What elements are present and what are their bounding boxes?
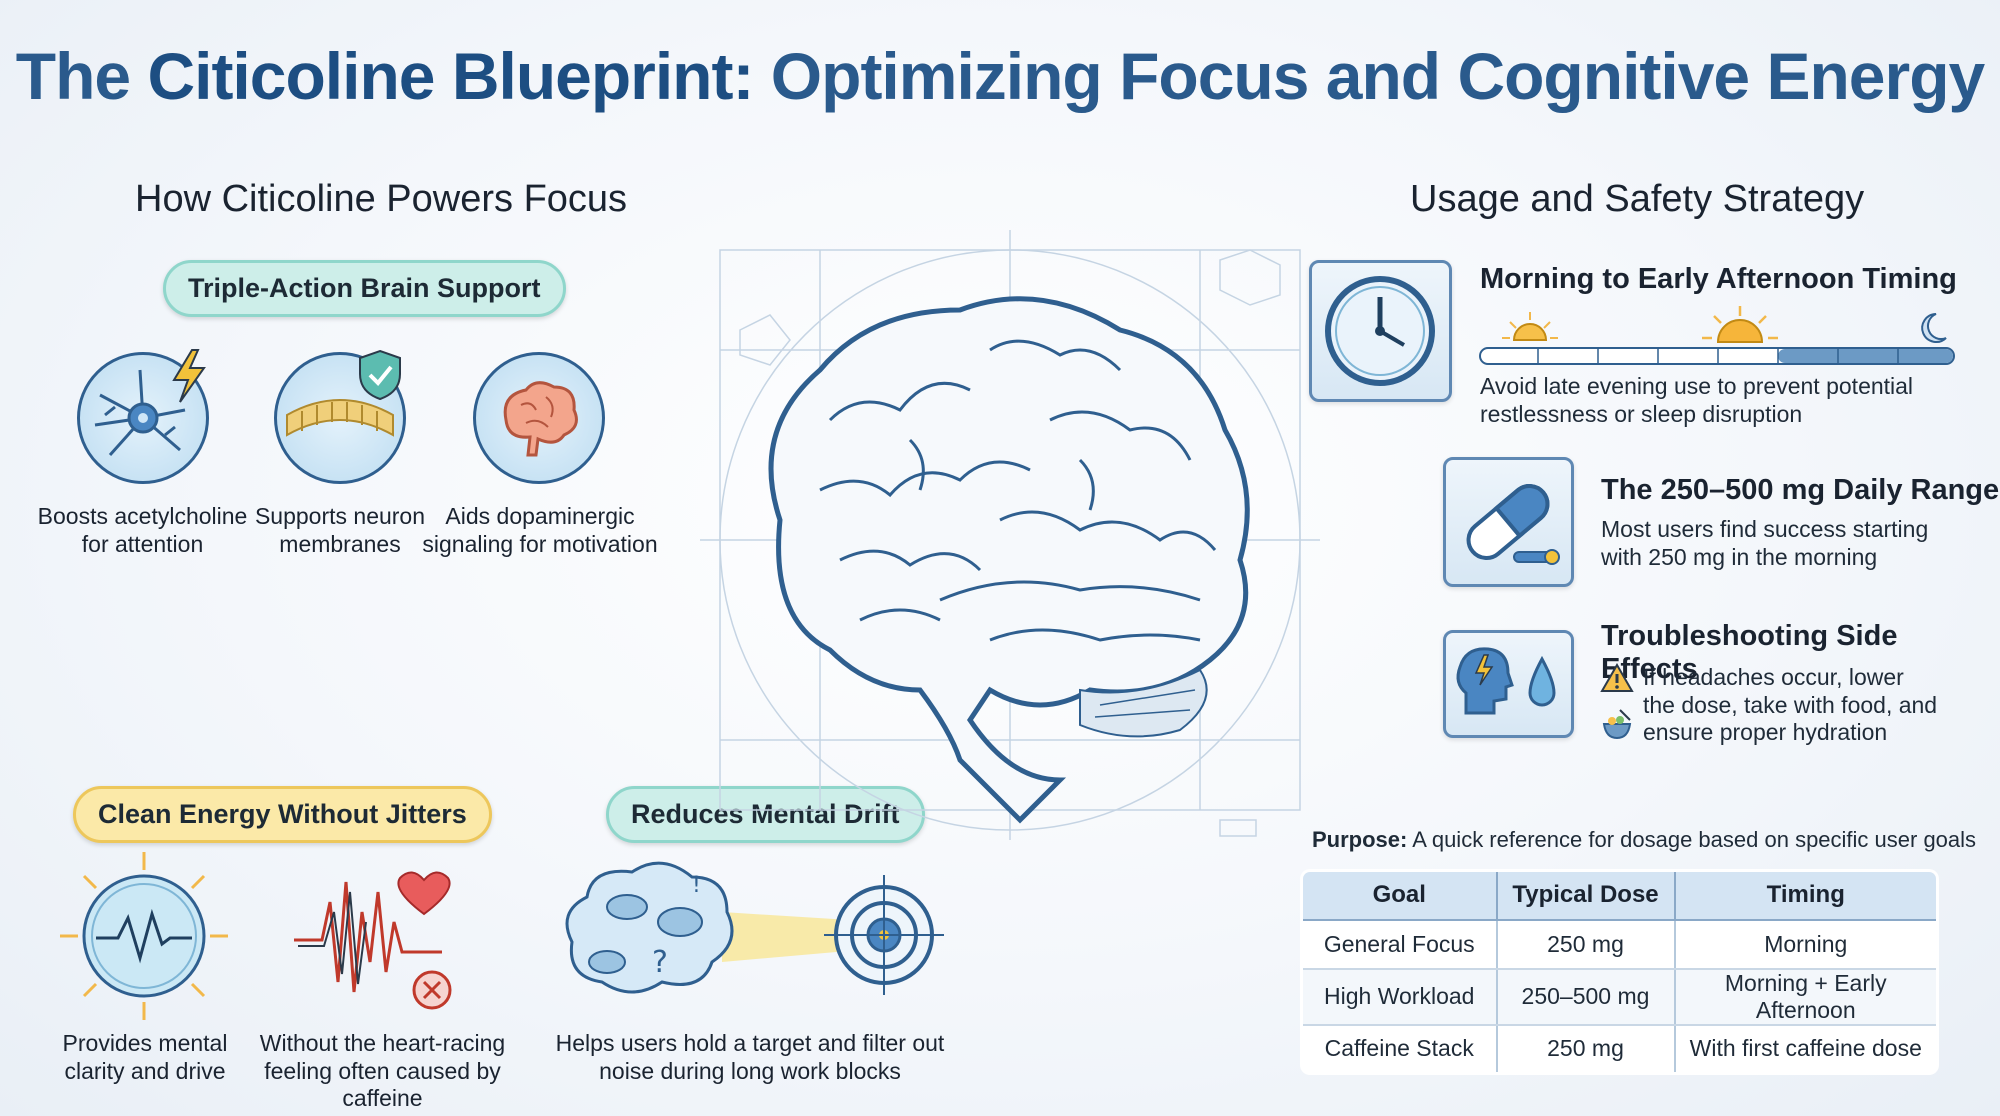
purpose-label: Purpose: <box>1312 827 1408 852</box>
dosage-table: Goal Typical Dose Timing General Focus 2… <box>1300 869 1939 1075</box>
table-cell: Caffeine Stack <box>1303 1024 1498 1072</box>
head-headache-icon <box>1456 647 1514 715</box>
table-row: High Workload 250–500 mg Morning + Early… <box>1303 968 1936 1026</box>
table-header-row: Goal Typical Dose Timing <box>1303 872 1936 921</box>
table-header-goal: Goal <box>1303 872 1498 921</box>
table-cell: Morning + Early Afternoon <box>1674 968 1936 1026</box>
purpose-line: Purpose: A quick reference for dosage ba… <box>1312 827 1976 853</box>
right-section-heading: Usage and Safety Strategy <box>1410 178 1865 220</box>
timing-title: Morning to Early Afternoon Timing <box>1480 263 1957 295</box>
table-cell: 250–500 mg <box>1496 968 1676 1026</box>
heart-icon <box>397 871 451 916</box>
brain-icon <box>473 352 605 484</box>
food-bowl-icon <box>1602 709 1632 740</box>
svg-text:!: ! <box>692 873 701 898</box>
erratic-heartbeat-icon <box>294 871 452 1010</box>
range-text: Most users find success starting with 25… <box>1601 516 1929 570</box>
table-cell: General Focus <box>1303 919 1498 970</box>
moon-icon <box>1921 313 1947 343</box>
table-cell: With first caffeine dose <box>1689 1035 1922 1062</box>
shield-icon <box>359 349 401 401</box>
side-effects-icon-box <box>1443 630 1574 738</box>
table-cell: 250 mg <box>1496 1024 1676 1072</box>
caption-no-jitters: Without the heart-racing feeling often c… <box>259 1030 506 1112</box>
left-section-heading: How Citicoline Powers Focus <box>135 178 628 220</box>
triple-action-badge: Triple-Action Brain Support <box>163 260 566 317</box>
capsule-icon <box>1466 484 1560 565</box>
timing-text: Avoid late evening use to prevent potent… <box>1480 373 1914 427</box>
caption-dopamine: Aids dopaminergic signaling for motivati… <box>422 503 658 557</box>
caption-acetylcholine: Boosts acetylcholine for attention <box>37 503 248 557</box>
water-drop-icon <box>1528 655 1556 707</box>
sunrise-icon <box>1502 312 1558 341</box>
table-header-dose: Typical Dose <box>1496 872 1676 921</box>
membrane-icon <box>274 352 406 484</box>
table-cell: Morning <box>1674 919 1936 970</box>
purpose-text: A quick reference for dosage based on sp… <box>1407 827 1977 852</box>
table-cell: High Workload <box>1303 968 1498 1026</box>
brain-illustration <box>700 230 1320 840</box>
trouble-text: If headaches occur, lower the dose, take… <box>1643 664 1938 746</box>
caption-clarity: Provides mental clarity and drive <box>62 1030 228 1084</box>
focus-target-icon: ? ! <box>565 861 944 995</box>
table-row: General Focus 250 mg Morning <box>1303 919 1936 970</box>
pill-icon-box <box>1443 457 1574 587</box>
table-header-timing: Timing <box>1674 872 1936 921</box>
caption-mental-drift: Helps users hold a target and filter out… <box>555 1030 945 1084</box>
clock-icon <box>1325 276 1435 386</box>
title-prefix: The <box>15 39 148 113</box>
day-timeline <box>1479 306 1955 365</box>
caption-membranes: Supports neuron membranes <box>254 503 426 557</box>
range-title: The 250–500 mg Daily Range <box>1601 474 2000 506</box>
title-suffix: Optimizing Focus and Cognitive Energy <box>753 39 1985 113</box>
lightning-icon <box>172 349 206 403</box>
table-row: Caffeine Stack 250 mg With first caffein… <box>1303 1024 1936 1072</box>
clock-icon-box <box>1309 260 1452 402</box>
table-cell: 250 mg <box>1496 919 1676 970</box>
warning-icon <box>1600 663 1634 692</box>
page-title: The Citicoline Blueprint: Optimizing Foc… <box>0 38 2000 114</box>
clean-energy-badge: Clean Energy Without Jitters <box>73 786 492 843</box>
heartbeat-sun-icon <box>60 852 228 1020</box>
sun-icon <box>1702 306 1778 343</box>
title-bold: Citicoline Blueprint: <box>147 39 754 113</box>
svg-text:?: ? <box>652 945 668 980</box>
mental-drift-badge: Reduces Mental Drift <box>606 786 925 843</box>
